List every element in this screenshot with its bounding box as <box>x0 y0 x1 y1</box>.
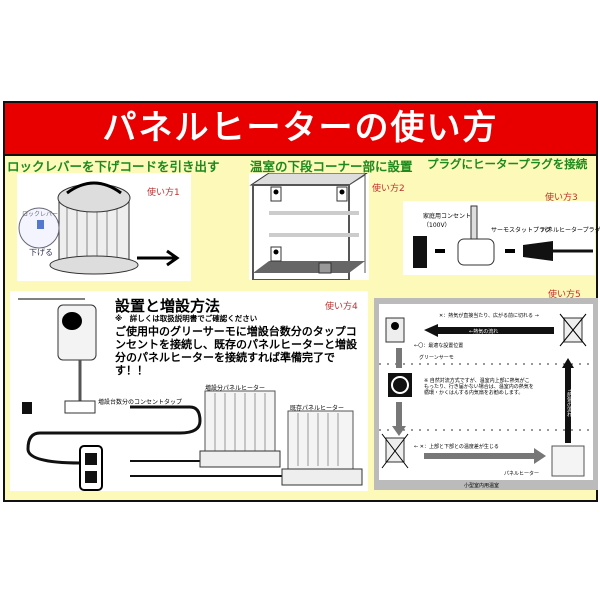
step1-heading: ロックレバーを下げコードを引き出す <box>7 159 220 174</box>
step1-label: 使い方1 <box>147 188 180 198</box>
step3-heading: プラグにヒータープラグを接続 <box>427 157 588 171</box>
step4-heading: 設置と増設方法 <box>115 297 221 315</box>
thermo-plug-label: サーモスタットプラグ <box>491 227 552 234</box>
best-position-label: ←〇：最適な設置位置 <box>414 343 464 349</box>
step3-illustration: 家庭用コンセント（100V） サーモスタットプラグ パネルヒータープラグ <box>403 201 600 275</box>
flow-side-label: ↑熱気の流れ <box>566 388 572 418</box>
step2-heading: 温室の下段コーナー部に設置 <box>250 159 413 174</box>
step4-panel: 設置と増設方法 使い方4 ※ 詳しくは取扱説明書でご確認ください ご使用中のグリ… <box>10 291 368 491</box>
existing-heater-label: 既存パネルヒーター <box>290 405 345 412</box>
step1-illustration: 使い方1 ロックレバー 下げる <box>17 173 191 281</box>
step4-body: ご使用中のグリーサーモに増設台数分のタップコンセントを接続し、既存のパネルヒータ… <box>115 325 357 377</box>
added-heater-label: 増設分パネルヒーター <box>205 385 266 392</box>
instruction-panel: パネルヒーターの使い方 ロックレバーを下げコードを引き出す 温室の下段コーナー部… <box>3 101 600 502</box>
step5-panel: ✕：熱気が直接当たり、広がる前に切れる → ←熱気の流れ ←〇：最適な設置位置 … <box>374 298 598 490</box>
down-label: 下げる <box>29 248 53 257</box>
step2-label: 使い方2 <box>372 184 405 194</box>
outlet-label: 家庭用コンセント（100V） <box>423 213 472 229</box>
tap-label: 増設台数分のコンセントタップ <box>98 399 183 406</box>
page-title: パネルヒーターの使い方 <box>5 103 596 156</box>
lever-label: ロックレバー <box>22 211 59 218</box>
bottom-bad-label: ← ✕：上部と下部との温度差が生じる <box>414 444 499 450</box>
step2-illustration <box>249 173 369 280</box>
step4-label: 使い方4 <box>325 302 358 312</box>
heater-label: パネルヒーター <box>504 471 540 477</box>
heater-plug-label: パネルヒータープラグ <box>541 227 600 234</box>
step5-label: 使い方5 <box>548 290 581 300</box>
greenhouse-label: 小型室内用温室 <box>464 483 500 489</box>
top-bad-label: ✕：熱気が直接当たり、広がる前に切れる → <box>439 313 539 319</box>
thermo-label: グリーンサーモ <box>419 355 454 361</box>
flow-top-label: ←熱気の流れ <box>469 329 499 335</box>
fan-note: ※ 自然対流方式ですが、温室内上部に熱気がこもったり、行き届かない場合は、温室内… <box>424 378 534 396</box>
step4-note: ※ 詳しくは取扱説明書でご確認ください <box>115 314 258 323</box>
step3-label: 使い方3 <box>545 193 578 203</box>
